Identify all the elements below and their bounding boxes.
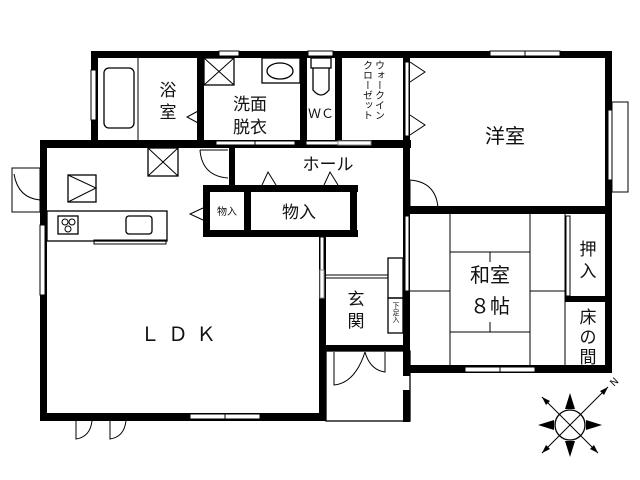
bathtub-icon [103, 67, 135, 129]
japanese-room-size-label: ８帖 [470, 294, 510, 318]
refrigerator-icon [67, 174, 98, 203]
walk-in-closet-label: ウォークイン [373, 60, 385, 120]
washroom-label: 洗面 [233, 95, 267, 115]
windows [39, 50, 629, 420]
compass-icon: N [538, 376, 621, 457]
sink-icon [261, 57, 301, 84]
tatami-mats [410, 214, 566, 365]
storage-small-label: 物入 [217, 205, 237, 218]
tokonoma-label-3: 間 [580, 348, 597, 368]
toilet-label: ＷＣ [308, 107, 334, 122]
japanese-room-label: 和室 [470, 263, 510, 287]
washing-machine-icon [203, 57, 235, 86]
room-labels: 浴 室 洗面 脱衣 ＷＣ ウォークイン クローゼット 洋室 ホール 物入 物入 … [140, 60, 597, 368]
bath-label-2: 室 [160, 103, 177, 123]
bath-label: 浴 [160, 81, 177, 101]
vent-icon [147, 147, 179, 177]
entrance-label-2: 関 [348, 312, 365, 332]
entrance-label: 玄 [348, 290, 365, 310]
kitchen-counter [46, 210, 168, 242]
kitchen-sink-icon [125, 215, 153, 235]
tokonoma-label-2: の [580, 328, 597, 348]
stove-icon [57, 215, 79, 235]
doors [11, 61, 439, 440]
washroom-label-2: 脱衣 [233, 118, 267, 138]
ldk-label: ＬＤＫ [140, 322, 224, 346]
shoe-box-label: 下足入 [392, 302, 400, 323]
oshiire-label-2: 入 [580, 262, 597, 282]
walk-in-closet-label-2: クローゼット [361, 60, 373, 120]
compass-north-label: N [608, 376, 621, 389]
fixtures [46, 57, 566, 422]
storage-large-label: 物入 [282, 203, 316, 223]
tokonoma-label: 床 [580, 308, 597, 328]
hall-label: ホール [303, 155, 354, 175]
oshiire-label: 押 [580, 240, 597, 260]
western-room-label: 洋室 [485, 124, 525, 148]
toilet-icon [310, 57, 332, 96]
